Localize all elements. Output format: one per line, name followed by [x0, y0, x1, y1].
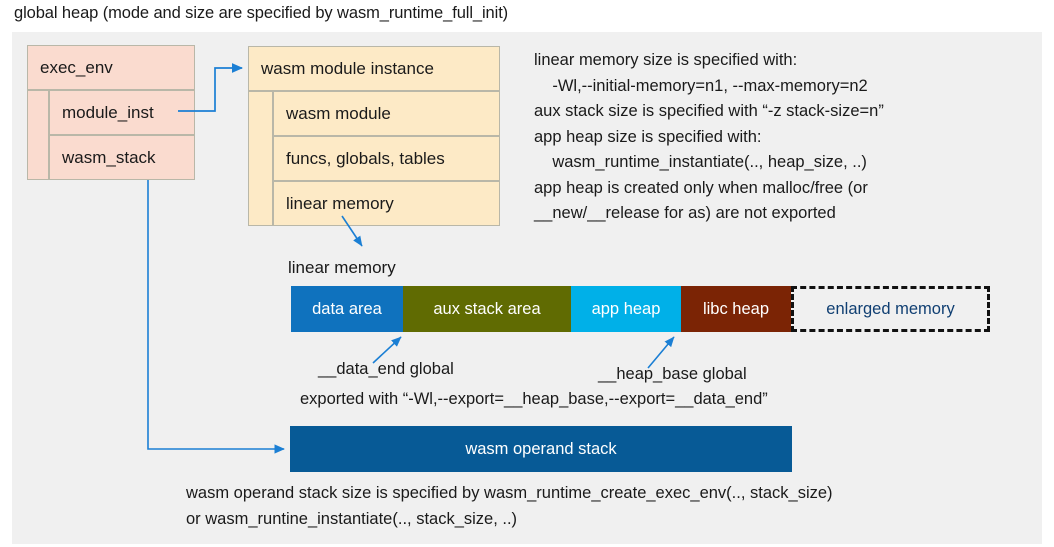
- memory-segment-aux-stack-area: aux stack area: [403, 286, 571, 332]
- exec-env-field-wasm-stack: wasm_stack: [49, 135, 195, 180]
- wasm-operand-stack-box: wasm operand stack: [290, 426, 792, 472]
- page-title: global heap (mode and size are specified…: [14, 4, 509, 22]
- module-instance-gutter: [248, 91, 273, 226]
- exec-env-field-module-inst: module_inst: [49, 90, 195, 135]
- module-instance-field-funcs-globals-tables: funcs, globals, tables: [273, 136, 500, 181]
- data-end-global-note: __data_end global: [318, 360, 454, 378]
- memory-segment-enlarged-memory: enlarged memory: [791, 286, 990, 332]
- exec-env-gutter: [27, 90, 49, 180]
- memory-segment-enlarged-memory-label: enlarged memory: [826, 299, 955, 318]
- memory-segment-libc-heap-label: libc heap: [702, 299, 770, 318]
- exec-env-field-wasm-stack-label: wasm_stack: [62, 147, 156, 167]
- memory-segment-data-area-label: data area: [312, 299, 382, 318]
- exec-env-field-module-inst-label: module_inst: [62, 102, 154, 122]
- module-instance-header-label: wasm module instance: [261, 58, 434, 78]
- module-instance-field-wasm-module: wasm module: [273, 91, 500, 136]
- module-instance-field-linear-memory-label: linear memory: [286, 193, 394, 213]
- linear-memory-caption: linear memory: [288, 258, 396, 277]
- exported-with-note: exported with “-Wl,--export=__heap_base,…: [300, 390, 768, 408]
- module-instance-field-wasm-module-label: wasm module: [286, 103, 391, 123]
- memory-segment-libc-heap: libc heap: [681, 286, 791, 332]
- exec-env-header-label: exec_env: [40, 57, 113, 77]
- memory-segment-app-heap: app heap: [571, 286, 681, 332]
- memory-segment-app-heap-label: app heap: [591, 299, 661, 318]
- memory-segment-data-area: data area: [291, 286, 403, 332]
- memory-segment-aux-stack-area-label: aux stack area: [433, 299, 541, 318]
- linear-memory-options-note: linear memory size is specified with: -W…: [534, 51, 884, 222]
- module-instance-field-funcs-globals-tables-label: funcs, globals, tables: [286, 148, 445, 168]
- module-instance-header: wasm module instance: [248, 46, 500, 91]
- heap-base-global-note: __heap_base global: [598, 365, 747, 383]
- operand-stack-size-note: wasm operand stack size is specified by …: [186, 484, 833, 528]
- module-instance-field-linear-memory: linear memory: [273, 181, 500, 226]
- exec-env-header: exec_env: [27, 45, 195, 90]
- wasm-operand-stack-label: wasm operand stack: [465, 439, 617, 458]
